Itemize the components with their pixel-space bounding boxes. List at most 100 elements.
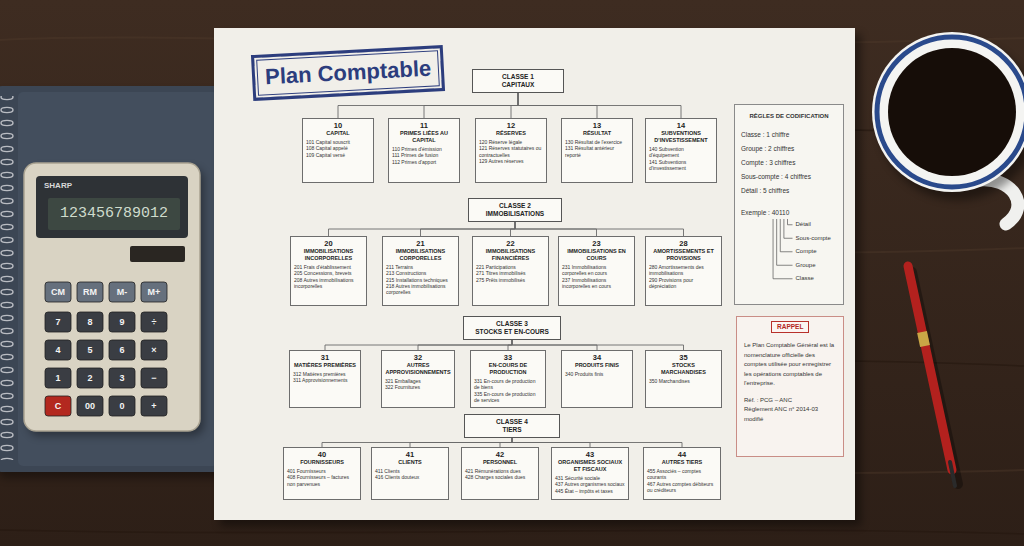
key-label: + <box>141 396 167 416</box>
calculator-brand: SHARP <box>44 181 104 191</box>
calculator-keys <box>77 312 103 332</box>
account-line: 340 Produits finis <box>565 371 629 377</box>
rule-line: Détail : 5 chiffres <box>741 184 837 198</box>
key-label: 9 <box>109 312 135 332</box>
group-name: FOURNISSEURS <box>287 459 357 466</box>
account-line: 428 Charges sociales dues <box>465 474 535 480</box>
key-label: 00 <box>77 396 103 416</box>
group-number: 12 <box>479 121 543 130</box>
account-line: 335 En-cours de production de services <box>474 391 542 404</box>
key-label: × <box>141 340 167 360</box>
account-group-box: 33EN-COURS DE PRODUCTION331 En-cours de … <box>470 350 546 408</box>
account-line: 130 Résultat de l'exercice <box>565 139 629 145</box>
class-box: CLASSE 1CAPITAUX <box>472 69 564 93</box>
key-label: 5 <box>77 340 103 360</box>
group-name: CLIENTS <box>375 459 445 466</box>
tree-connector <box>512 438 682 447</box>
account-group-box: 34PRODUITS FINIS340 Produits finis <box>561 350 633 408</box>
tree-label: Détail <box>796 218 838 232</box>
key-label: 8 <box>77 312 103 332</box>
account-line: 271 Titres immobilisés <box>476 270 545 276</box>
stamp-title: Plan Comptable <box>264 56 431 91</box>
coffee-mug <box>877 37 1024 187</box>
group-name: MATIÈRES PREMIÈRES <box>293 362 357 369</box>
account-line: 205 Concessions, brevets <box>294 270 363 276</box>
group-number: 41 <box>375 450 445 459</box>
calculator-keys <box>45 312 71 332</box>
group-name: PERSONNEL <box>465 459 535 466</box>
calculator <box>48 198 180 230</box>
account-line: 231 Immobilisations corporelles en cours <box>562 264 631 277</box>
group-name: AUTRES TIERS <box>647 459 717 466</box>
class-heading: STOCKS ET EN-COURS <box>467 328 557 336</box>
note-body: Le Plan Comptable Général est la nomencl… <box>744 341 836 389</box>
account-group-box: 42PERSONNEL421 Rémunérations dues428 Cha… <box>461 447 539 500</box>
account-line: 408 Fournisseurs – factures non parvenue… <box>287 474 357 487</box>
tree-connector <box>421 222 516 236</box>
account-group-box: 41CLIENTS411 Clients416 Clients douteux <box>371 447 449 500</box>
tree-connector <box>424 93 518 118</box>
account-group-box: 32AUTRES APPROVISIONNEMENTS321 Emballage… <box>381 350 455 408</box>
account-line: 455 Associés – comptes courants <box>647 468 717 481</box>
group-number: 23 <box>562 239 631 248</box>
account-line: 350 Marchandises <box>649 378 718 384</box>
group-name: CAPITAL <box>306 130 370 137</box>
tree-connector <box>418 340 512 350</box>
account-line: 112 Primes d'apport <box>392 159 456 165</box>
notebook <box>0 86 224 472</box>
account-line: 237 Immobilisations incorporelles en cou… <box>562 277 631 290</box>
tree-connector <box>515 222 684 236</box>
key-label: M+ <box>141 282 167 302</box>
group-name: STOCKS MARCHANDISES <box>649 362 718 376</box>
group-number: 34 <box>565 353 629 362</box>
group-number: 31 <box>293 353 357 362</box>
account-group-box: 22IMMOBILISATIONS FINANCIÈRES221 Partici… <box>472 236 549 306</box>
class-heading: IMMOBILISATIONS <box>472 210 558 218</box>
bracket-line <box>784 219 793 238</box>
account-line: 445 État – impôts et taxes <box>555 488 625 494</box>
group-name: ORGANISMES SOCIAUX ET FISCAUX <box>555 459 625 473</box>
group-name: PRIMES LIÉES AU CAPITAL <box>392 130 456 144</box>
tree-connector <box>338 93 518 118</box>
calculator-keys <box>109 282 135 302</box>
calculator-keys <box>45 282 167 416</box>
tree-connector <box>511 93 518 118</box>
key-label: 2 <box>77 368 103 388</box>
key-label: RM <box>77 282 103 302</box>
account-line: 321 Emballages <box>385 378 451 384</box>
account-group-box: 35STOCKS MARCHANDISES350 Marchandises <box>645 350 722 408</box>
calculator-keys <box>77 340 103 360</box>
account-group-box: 10CAPITAL101 Capital souscrit108 Capital… <box>302 118 374 183</box>
tree-connector <box>325 340 512 350</box>
note-panel: Le Plan Comptable Général est la nomencl… <box>736 316 844 457</box>
account-group-box: 44AUTRES TIERS455 Associés – comptes cou… <box>643 447 721 500</box>
rules-panel: RÈGLES DE CODIFICATIONClasse : 1 chiffre… <box>734 104 844 305</box>
calculator-keys <box>77 282 103 302</box>
bracket-line <box>777 219 793 265</box>
account-line: 108 Capital appelé <box>306 145 370 151</box>
rule-line: Groupe : 2 chiffres <box>741 142 837 156</box>
account-line: 120 Réserve légale <box>479 139 543 145</box>
tree-connector <box>322 438 512 447</box>
account-line: 129 Autres réserves <box>479 158 543 164</box>
calculator <box>36 176 188 238</box>
calculator-keys <box>45 282 71 302</box>
class-box: CLASSE 4TIERS <box>464 414 560 438</box>
account-line: 280 Amortissements des immobilisations <box>649 264 718 277</box>
note-ref: Réf. : PCG – ANC <box>744 396 836 406</box>
group-name: IMMOBILISATIONS EN COURS <box>562 248 631 262</box>
red-pen <box>922 332 925 346</box>
account-line: 109 Capital versé <box>306 152 370 158</box>
account-line: 437 Autres organismes sociaux <box>555 481 625 487</box>
group-name: IMMOBILISATIONS FINANCIÈRES <box>476 248 545 262</box>
group-name: SUBVENTIONS D'INVESTISSEMENT <box>649 130 713 144</box>
tree-label: Compte <box>796 245 838 259</box>
key-label: ÷ <box>141 312 167 332</box>
account-line: 201 Frais d'établissement <box>294 264 363 270</box>
tree-connector <box>512 340 684 350</box>
account-line: 141 Subventions d'investissement <box>649 159 713 172</box>
account-group-box: 31MATIÈRES PREMIÈRES312 Matières premièr… <box>289 350 361 408</box>
